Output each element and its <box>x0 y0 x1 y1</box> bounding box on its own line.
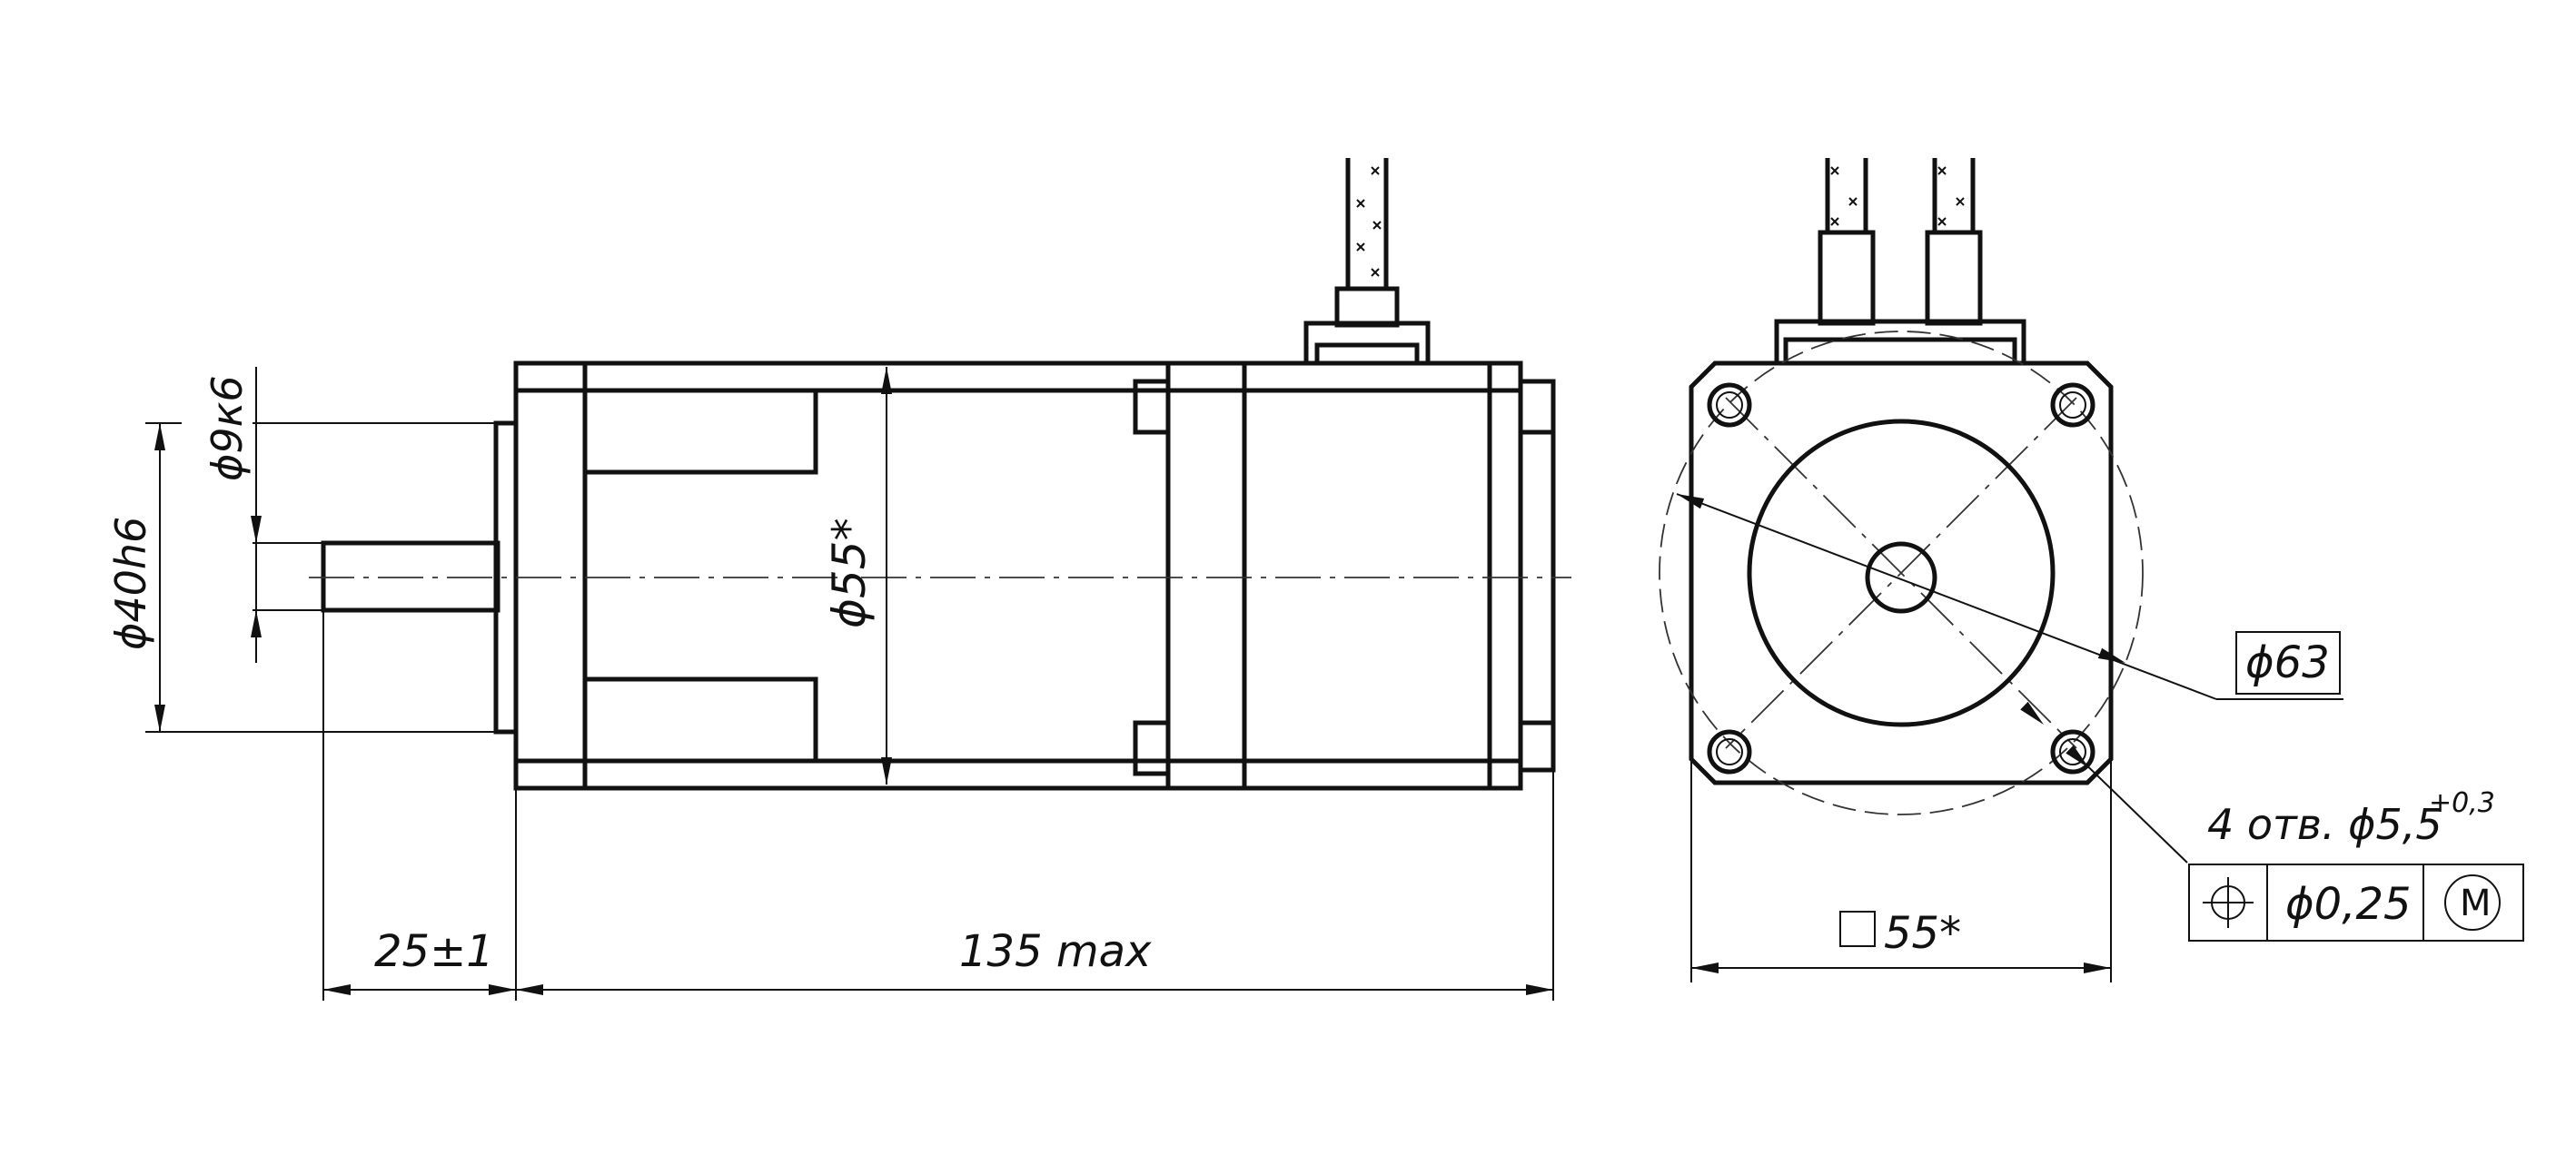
side-view-dimensions: ϕ9к6 ϕ40h6 ϕ55* 25±1 135 max <box>106 367 1554 1001</box>
rear-cap <box>1518 379 1556 773</box>
front-cables <box>1825 158 1976 232</box>
flange-square <box>1689 360 2114 785</box>
mounting-holes <box>1707 382 2095 775</box>
front-view-dimensions: ϕ63 4 отв. ϕ5,5 +0,3 ϕ0,25 M 55* <box>1674 489 2524 982</box>
bolt-circle-label: ϕ63 <box>2245 637 2330 688</box>
shaft-diameter-label: ϕ9к6 <box>203 375 252 481</box>
slot-bottom <box>585 676 818 764</box>
body-diameter-label: ϕ55* <box>823 518 876 628</box>
holes-label: 4 отв. ϕ5,5 <box>2207 800 2442 849</box>
square-symbol <box>1839 911 1876 947</box>
connector-right <box>1925 230 1983 326</box>
flange-bore <box>1747 419 2056 727</box>
holes-tolerance: +0,3 <box>2429 787 2495 819</box>
motor-body <box>1165 360 1523 791</box>
overall-length-label: 135 max <box>959 926 1152 977</box>
modifier-circle <box>2444 874 2501 931</box>
side-view <box>309 158 1571 791</box>
slot-top <box>585 388 818 475</box>
motor-shaft <box>321 540 500 613</box>
shaft-end <box>1865 541 1937 614</box>
tolerance-value: ϕ0,25 <box>2285 879 2412 930</box>
tolerance-frame: ϕ0,25 M <box>2188 864 2524 942</box>
square-size-label: 55* <box>1884 908 1961 959</box>
cable <box>1345 158 1389 289</box>
position-symbol <box>2203 877 2254 928</box>
shaft-length-label: 25±1 <box>374 926 494 977</box>
connector-left <box>1818 230 1876 326</box>
front-view <box>1659 158 2144 815</box>
bolt-circle <box>1659 331 2144 815</box>
tolerance-modifier: M <box>2460 883 2492 924</box>
bolt-circle-frame <box>2235 631 2341 695</box>
spigot-diameter-label: ϕ40h6 <box>106 517 155 650</box>
